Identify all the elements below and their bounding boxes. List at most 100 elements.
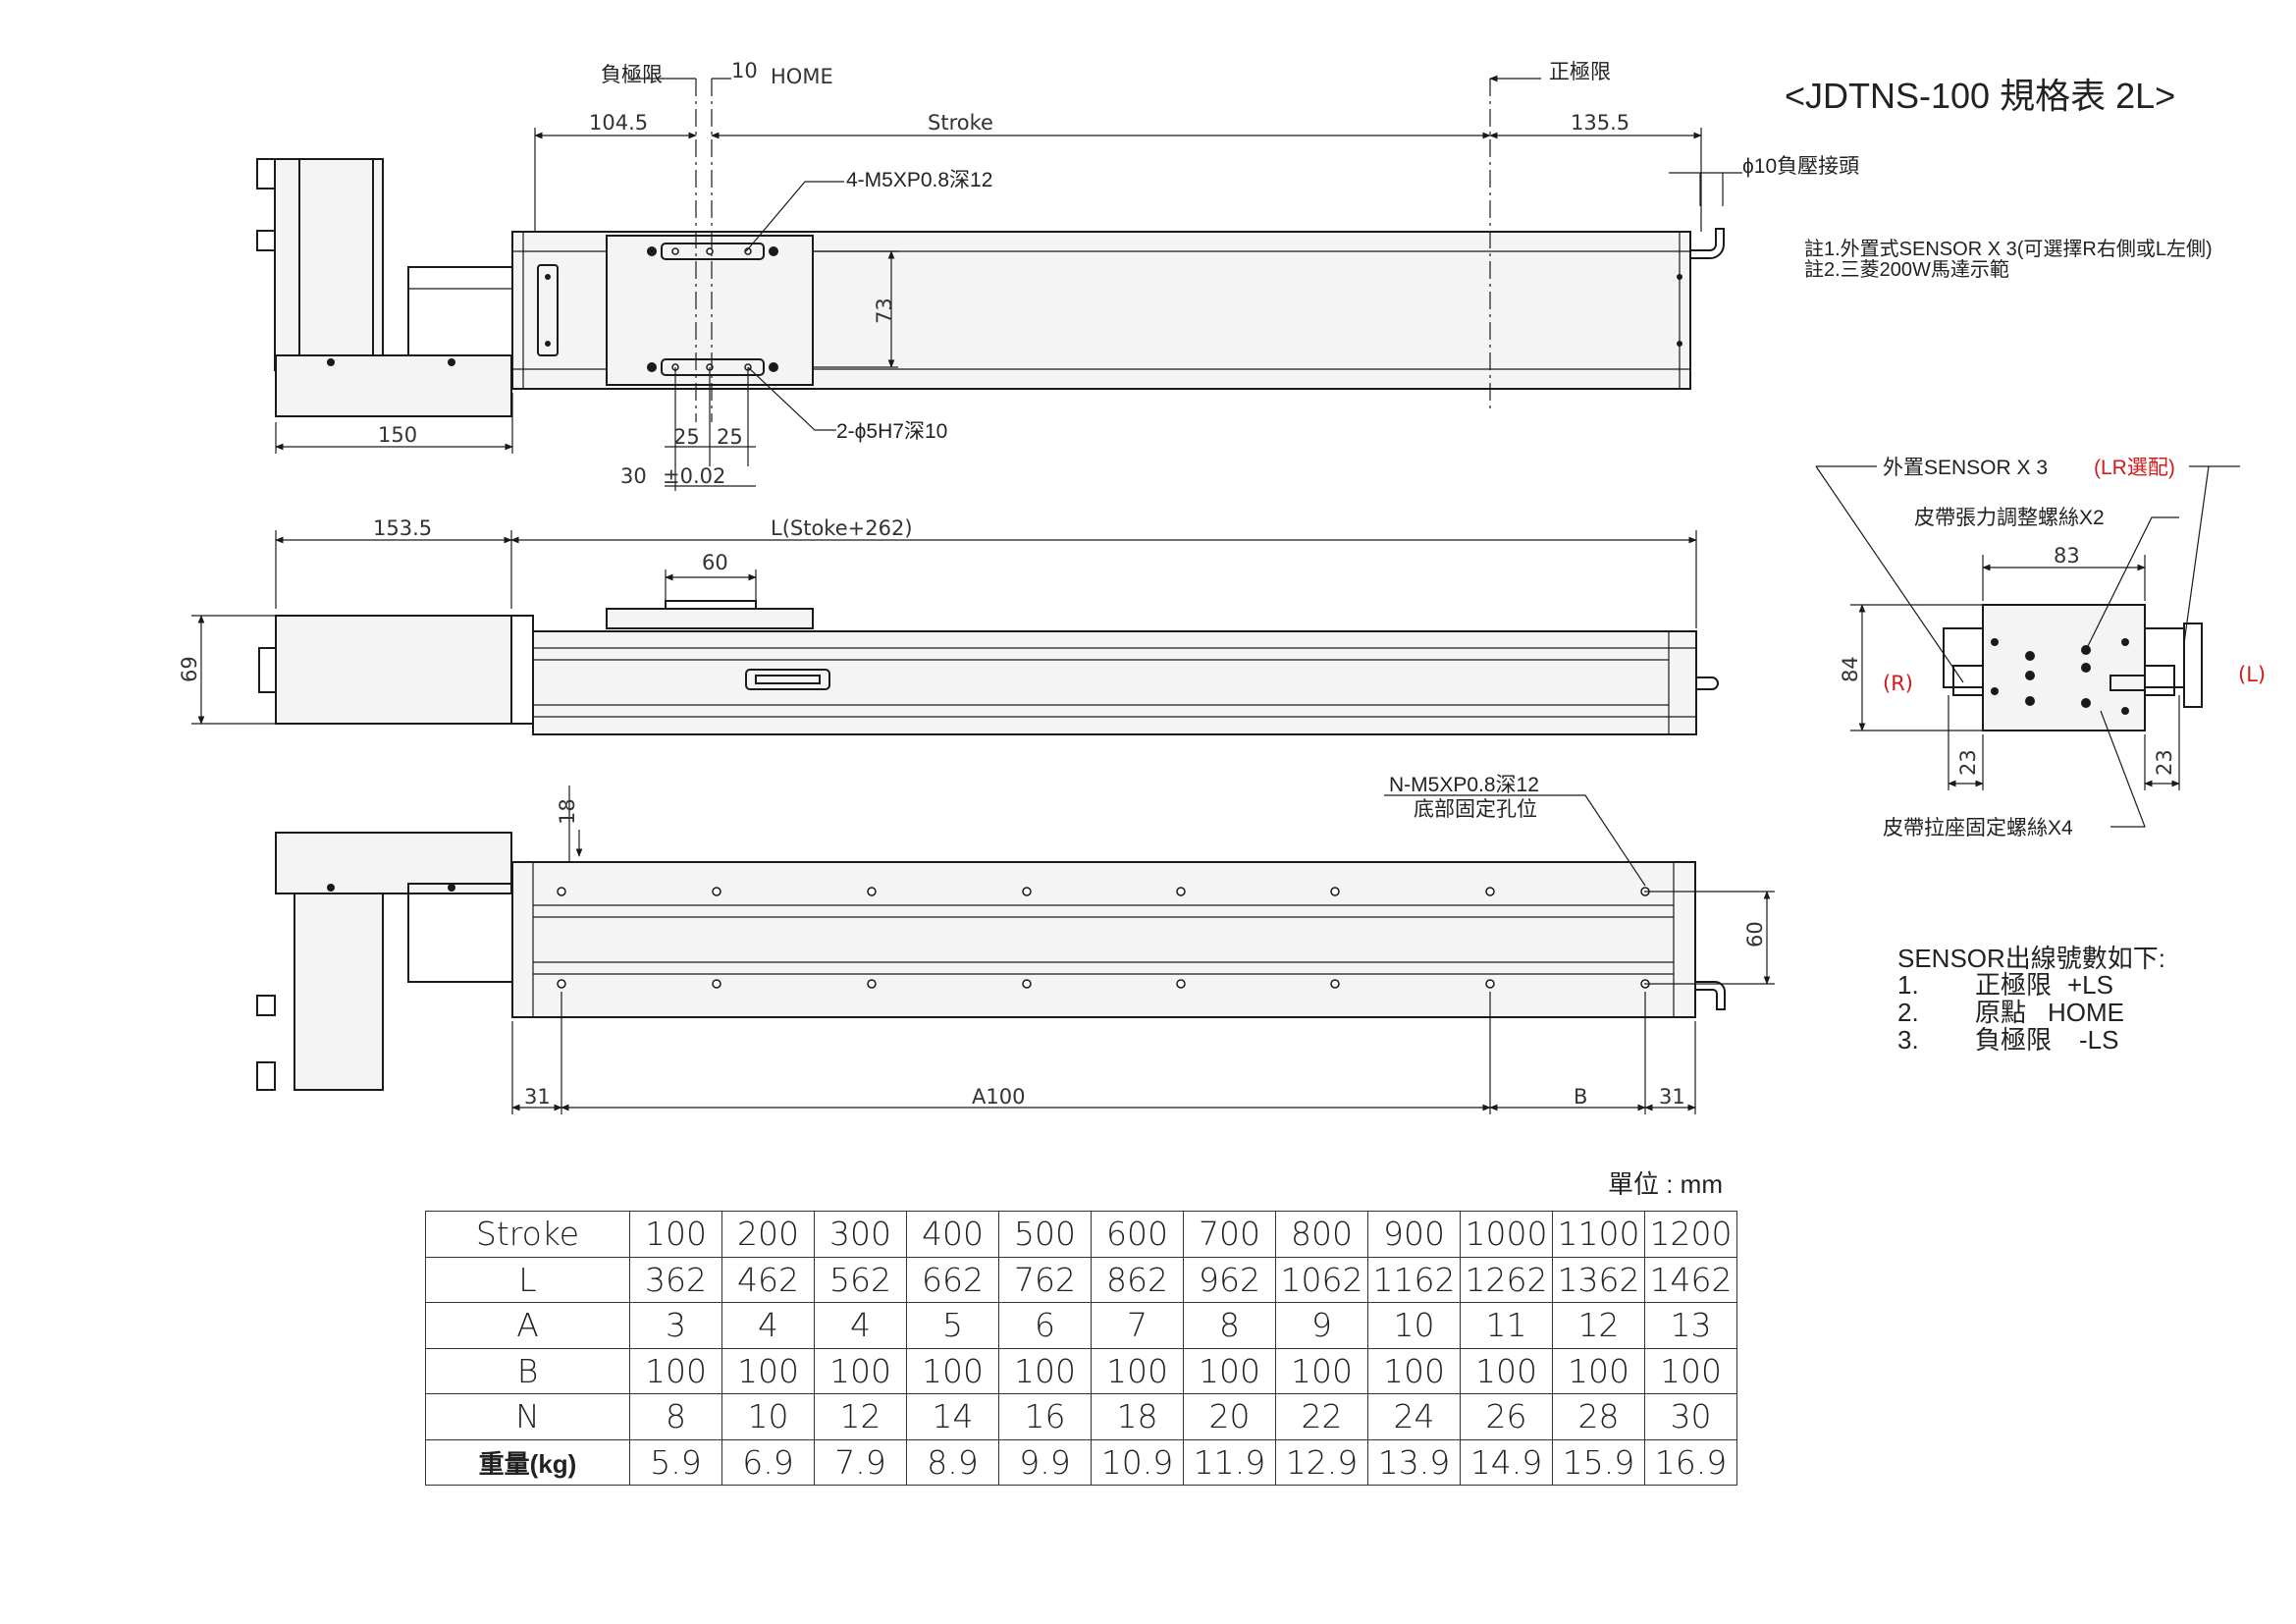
row-label: L	[425, 1256, 630, 1303]
mount-hole	[1485, 979, 1495, 989]
table-cell: 1162	[1367, 1256, 1461, 1303]
mount-hole	[557, 887, 566, 896]
dim-18: 18	[556, 798, 579, 825]
table-cell: 100	[629, 1347, 722, 1394]
note-1: 註1.外置式SENSOR X 3(可選擇R右側或L左側)	[1804, 238, 2213, 260]
table-cell: 14.9	[1460, 1438, 1553, 1486]
table-cell: 10	[1367, 1302, 1461, 1349]
belt-tension-label: 皮帶張力調整螺絲X2	[1914, 507, 2105, 529]
pin-holes-label: 2-ϕ5H7深10	[836, 420, 947, 443]
table-cell: 16	[998, 1393, 1092, 1440]
sensor-label: 外置SENSOR X 3	[1883, 457, 2048, 479]
dim-23a: 23	[1956, 749, 1980, 776]
dim-60-mount: 60	[1743, 921, 1767, 947]
table-cell: 100	[1552, 1347, 1645, 1394]
drawing-title: <JDTNS-100 規格表 2L>	[1785, 76, 2175, 116]
table-cell: 100	[1275, 1347, 1368, 1394]
nozzle-label: ϕ10負壓接頭	[1742, 155, 1859, 178]
table-cell: 462	[721, 1256, 815, 1303]
mount-hole	[1176, 887, 1186, 896]
table-cell: 100	[1183, 1347, 1276, 1394]
row-label: 重量(kg)	[425, 1438, 630, 1486]
dim-31-left: 31	[524, 1085, 551, 1109]
table-cell: 9	[1275, 1302, 1368, 1349]
table-cell: 4	[721, 1302, 815, 1349]
table-cell: 5.9	[629, 1438, 722, 1486]
mount-hole	[867, 887, 877, 896]
table-cell: 662	[906, 1256, 999, 1303]
dim-right-end: 135.5	[1571, 111, 1629, 135]
mount-hole	[557, 979, 566, 989]
table-cell: 20	[1183, 1393, 1276, 1440]
mount-holes-label: N-M5XP0.8深12	[1389, 774, 1539, 796]
table-cell: 10	[721, 1393, 815, 1440]
dim-carriage-width: 60	[702, 551, 728, 574]
end-body	[1982, 604, 2146, 731]
table-cell: 11	[1460, 1302, 1553, 1349]
mount-hole	[1330, 979, 1340, 989]
table-cell: 3	[629, 1302, 722, 1349]
table-cell: 28	[1552, 1393, 1645, 1440]
home-label: HOME	[771, 65, 833, 88]
table-cell: 7.9	[814, 1438, 907, 1486]
table-cell: 8.9	[906, 1438, 999, 1486]
table-cell: 8	[629, 1393, 722, 1440]
table-cell: 300	[814, 1211, 907, 1258]
table-cell: 100	[1644, 1347, 1737, 1394]
dim-a: A100	[972, 1085, 1025, 1109]
table-cell: 12	[1552, 1302, 1645, 1349]
table-cell: 100	[1367, 1347, 1461, 1394]
table-cell: 1362	[1552, 1256, 1645, 1303]
row-label: B	[425, 1347, 630, 1394]
table-cell: 100	[906, 1347, 999, 1394]
table-cell: 200	[721, 1211, 815, 1258]
table-cell: 800	[1275, 1211, 1368, 1258]
top-view: 104.5 Stroke 135.5 負極限 10 HOME 正極限 ϕ10負壓…	[256, 59, 1859, 491]
dim-left-end: 104.5	[589, 111, 648, 135]
table-cell: 900	[1367, 1211, 1461, 1258]
dim-motor-width: 150	[378, 423, 417, 447]
table-cell: 762	[998, 1256, 1092, 1303]
table-cell: 1200	[1644, 1211, 1737, 1258]
row-label: Stroke	[425, 1211, 630, 1258]
belt-clamp-label: 皮帶拉座固定螺絲X4	[1883, 817, 2073, 839]
table-cell: 24	[1367, 1393, 1461, 1440]
note-2: 註2.三菱200W馬達示範	[1804, 258, 2009, 281]
table-cell: 13	[1644, 1302, 1737, 1349]
table-cell: 1100	[1552, 1211, 1645, 1258]
table-cell: 6	[998, 1302, 1092, 1349]
table-cell: 18	[1091, 1393, 1184, 1440]
row-label: N	[425, 1393, 630, 1440]
neg-limit-label: 負極限	[601, 64, 663, 86]
mount-hole	[1022, 979, 1032, 989]
sensor-item-3-code: -LS	[2079, 1025, 2118, 1055]
sensor-item-1-code: +LS	[2067, 970, 2113, 1000]
dim-motor-length: 153.5	[373, 516, 432, 540]
table-cell: 10.9	[1091, 1438, 1184, 1486]
end-width: 83	[2054, 544, 2080, 568]
bottom-body	[511, 861, 1696, 1018]
dim-31-right: 31	[1659, 1085, 1685, 1109]
dim-b: B	[1574, 1085, 1587, 1109]
table-cell: 100	[1091, 1347, 1184, 1394]
table-cell: 9.9	[998, 1438, 1092, 1486]
table-cell: 500	[998, 1211, 1092, 1258]
table-cell: 7	[1091, 1302, 1184, 1349]
table-cell: 600	[1091, 1211, 1184, 1258]
end-height: 84	[1839, 656, 1862, 682]
table-cell: 26	[1460, 1393, 1553, 1440]
table-cell: 1062	[1275, 1256, 1368, 1303]
dim-length-formula: L(Stoke+262)	[771, 516, 913, 540]
mount-hole	[1176, 979, 1186, 989]
table-cell: 6.9	[721, 1438, 815, 1486]
table-cell: 100	[629, 1211, 722, 1258]
sensor-list-heading: SENSOR出線號數如下:	[1897, 944, 2165, 973]
sensor-item-2-num: 2.	[1897, 998, 1919, 1027]
table-cell: 100	[721, 1347, 815, 1394]
table-cell: 362	[629, 1256, 722, 1303]
